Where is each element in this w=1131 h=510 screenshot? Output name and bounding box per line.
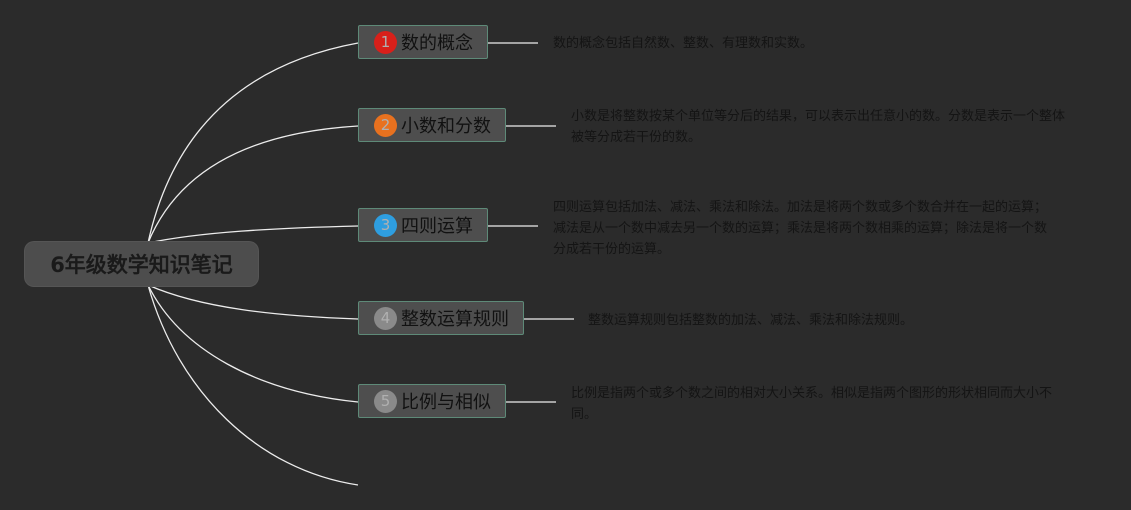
note-1: 数的概念包括自然数、整数、有理数和实数。 [553, 36, 814, 51]
branch-6 [147, 284, 359, 486]
note-2: 小数是将整数按某个单位等分后的结果，可以表示出任意小的数。分数是表示一个整体被等… [571, 109, 1066, 145]
topic-label-1: 数的概念 [401, 33, 473, 54]
branch-4 [147, 284, 359, 320]
topic-node-1[interactable]: 1 数的概念 [358, 25, 488, 59]
note-4: 整数运算规则包括整数的加法、减法、乘法和除法规则。 [588, 313, 914, 328]
topic-node-2[interactable]: 2 小数和分数 [358, 108, 506, 142]
branch-1 [147, 42, 359, 244]
number-badge-5: 5 [374, 389, 397, 413]
root-label: 6年级数学知识笔记 [50, 253, 233, 277]
note-3: 四则运算包括加法、减法、乘法和除法。加法是将两个数或多个数合并在一起的运算；减法… [553, 200, 1048, 257]
topic-label-3: 四则运算 [401, 216, 473, 237]
number-badge-4: 4 [374, 306, 397, 330]
root-node[interactable]: 6年级数学知识笔记 [25, 242, 258, 286]
note-5: 比例是指两个或多个数之间的相对大小关系。相似是指两个图形的形状相同而大小不同。 [571, 386, 1053, 422]
branch-5 [147, 284, 359, 403]
topic-node-5[interactable]: 5 比例与相似 [358, 384, 506, 418]
topic-label-5: 比例与相似 [401, 392, 491, 413]
number-badge-2: 2 [374, 113, 397, 137]
topic-node-4[interactable]: 4 整数运算规则 [358, 301, 524, 335]
number-badge-1: 1 [374, 30, 397, 54]
topic-label-2: 小数和分数 [401, 116, 491, 137]
topic-node-3[interactable]: 3 四则运算 [358, 208, 488, 242]
branch-2 [147, 125, 359, 244]
branch-3 [147, 225, 359, 244]
number-badge-3: 3 [374, 213, 397, 237]
topic-label-4: 整数运算规则 [401, 309, 509, 330]
